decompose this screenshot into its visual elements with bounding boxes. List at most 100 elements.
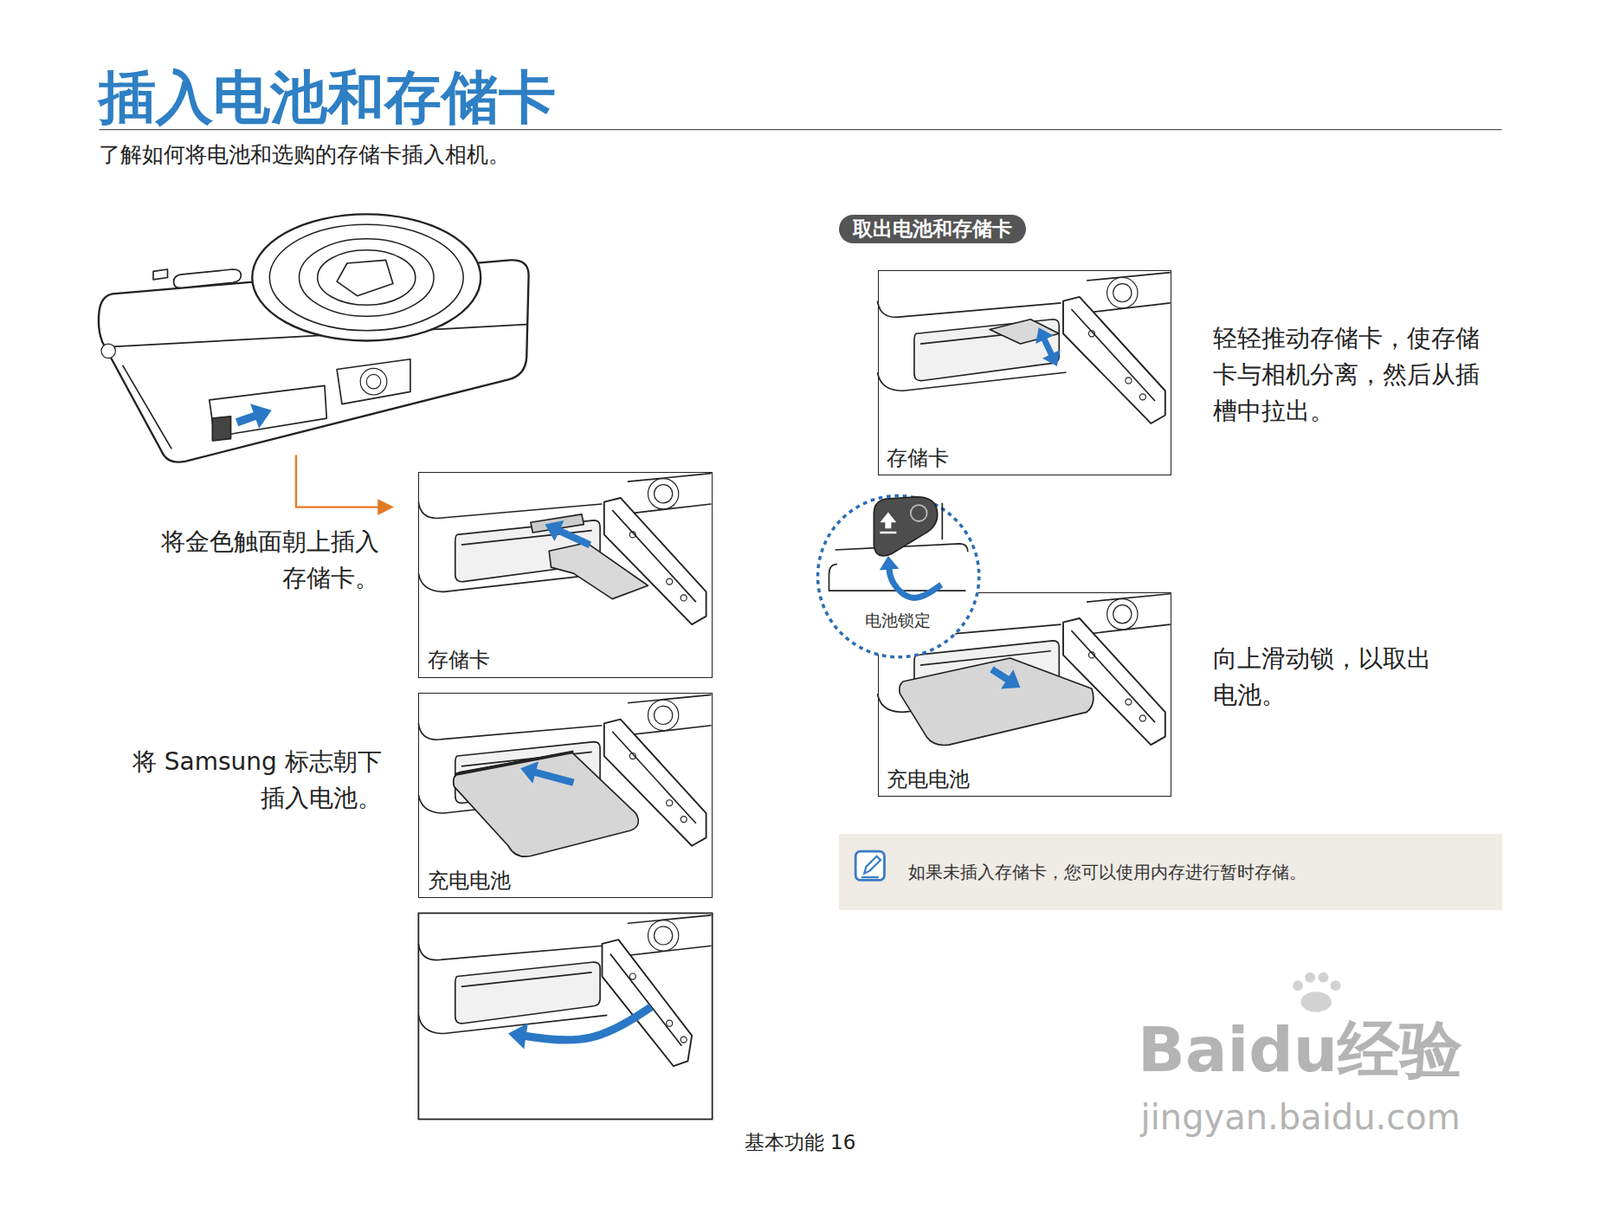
memory-card: [989, 319, 1059, 344]
body-contour: [877, 372, 1067, 391]
instruction-text: 向上滑动锁，以取出 电池。: [1212, 640, 1456, 714]
body-contour: [418, 1014, 607, 1033]
paw-toe: [1304, 972, 1316, 983]
door-hole: [666, 578, 673, 585]
arrow-shaft: [888, 567, 941, 599]
box-label: 如果未插入存储卡，您可以使用内存进行暂时存储。: [908, 860, 1307, 884]
battery-door: [601, 939, 692, 1066]
paw-toe: [1330, 980, 1342, 991]
step-panel: [418, 912, 712, 1119]
tripod-hole: [366, 374, 381, 388]
arrow-shaft: [237, 414, 259, 423]
arrow-head: [377, 498, 394, 516]
slot-lip: [461, 972, 593, 987]
door-hole: [1088, 330, 1095, 337]
zoom-callout: 电池锁定: [814, 492, 982, 660]
door-hole: [1125, 698, 1132, 705]
page-footer: 基本功能 16: [744, 1130, 857, 1155]
flash-window: [174, 269, 242, 288]
pointer-arrow: [296, 454, 394, 516]
tripod-hole: [1113, 283, 1132, 303]
strap-lug: [101, 343, 116, 358]
note-icon-pencil: [861, 855, 881, 877]
shutter-button: [153, 269, 168, 280]
tripod-hole: [654, 926, 673, 945]
battery-door: [1063, 296, 1166, 424]
watermark: jingyan.baidu.com: [1141, 1096, 1461, 1138]
body-contour: [941, 503, 943, 540]
paw-toe: [1318, 972, 1330, 983]
tripod-hole: [1113, 605, 1132, 624]
door-hole: [629, 753, 636, 760]
battery-door: [604, 497, 707, 625]
tripod-hole: [647, 478, 678, 510]
camera-drawing: [98, 213, 530, 462]
door-rib: [610, 954, 682, 1046]
paw-pad: [1301, 991, 1332, 1013]
box-label: 存储卡: [886, 445, 949, 471]
tripod-hole: [360, 367, 388, 395]
door-hole: [666, 1019, 673, 1026]
lens-aperture: [336, 259, 394, 296]
door-hole: [680, 594, 687, 601]
step-panel: 存储卡: [418, 471, 712, 678]
tripod-hole: [1107, 599, 1138, 630]
door-hole: [629, 973, 636, 980]
note-icon-frame: [856, 851, 885, 880]
title-rule: [99, 129, 1503, 130]
battery: [453, 751, 639, 857]
battery: [899, 658, 1094, 746]
card-remove-drawing: [877, 272, 1171, 424]
tripod-hole: [647, 920, 678, 951]
box-label: 充电电池: [427, 868, 511, 894]
tripod-plate: [336, 359, 411, 405]
arrow-shaft: [992, 669, 1011, 681]
lens-ring: [298, 238, 434, 317]
pointer-line: [296, 454, 379, 507]
body-contour: [418, 943, 602, 961]
arrow-shaft: [522, 1006, 652, 1040]
door-latch: [212, 416, 231, 441]
lens-ring: [317, 250, 416, 306]
arrow-shaft: [556, 529, 591, 546]
box-label: 存储卡: [427, 647, 491, 673]
lens-ring: [251, 213, 481, 341]
tripod-hole: [1107, 277, 1138, 308]
door-hole: [1139, 715, 1146, 722]
note-icon: [853, 849, 887, 883]
box-label: 电池锁定: [814, 610, 982, 631]
door-hole: [1139, 393, 1146, 400]
step-panel: 充电电池: [418, 692, 712, 898]
watermark: Baidu经验: [1137, 1012, 1463, 1087]
page-title: 插入电池和存储卡: [98, 69, 556, 127]
box-label: 取出电池和存储卡: [852, 219, 1013, 239]
watermark-paw: [1292, 972, 1341, 1013]
step-panel: 存储卡: [877, 270, 1172, 476]
door-hole: [666, 800, 673, 807]
lens-ring: [269, 224, 464, 331]
battery-edge: [455, 751, 575, 775]
body-contour: [418, 722, 602, 740]
instruction-text: 了解如何将电池和选购的存储卡插入相机。: [98, 141, 510, 168]
card-insert-drawing: [418, 473, 711, 625]
tripod-hole: [654, 705, 673, 724]
door-close-drawing: [418, 915, 711, 1066]
battery-slot: [455, 961, 600, 1024]
instruction-text: 将金色触面朝上插入 存储卡。: [136, 523, 380, 597]
camera-edge: [122, 365, 173, 450]
lock-pin: [909, 504, 927, 522]
instruction-text: 将 Samsung 标志朝下 插入电池。: [96, 743, 382, 817]
arrow-shaft: [532, 771, 574, 783]
battery-insert-drawing: [418, 694, 711, 857]
paw-toe: [1292, 980, 1304, 991]
door-hole: [1088, 651, 1095, 659]
battery-door: [1063, 618, 1166, 745]
memory-card: [548, 542, 648, 600]
door-hole: [680, 1036, 687, 1043]
note-box: 如果未插入存储卡，您可以使用内存进行暂时存储。: [838, 833, 1503, 910]
door-rib: [1070, 309, 1155, 401]
door-hole: [629, 531, 636, 538]
callout-outline: [814, 492, 982, 660]
section-badge: 取出电池和存储卡: [838, 214, 1026, 244]
